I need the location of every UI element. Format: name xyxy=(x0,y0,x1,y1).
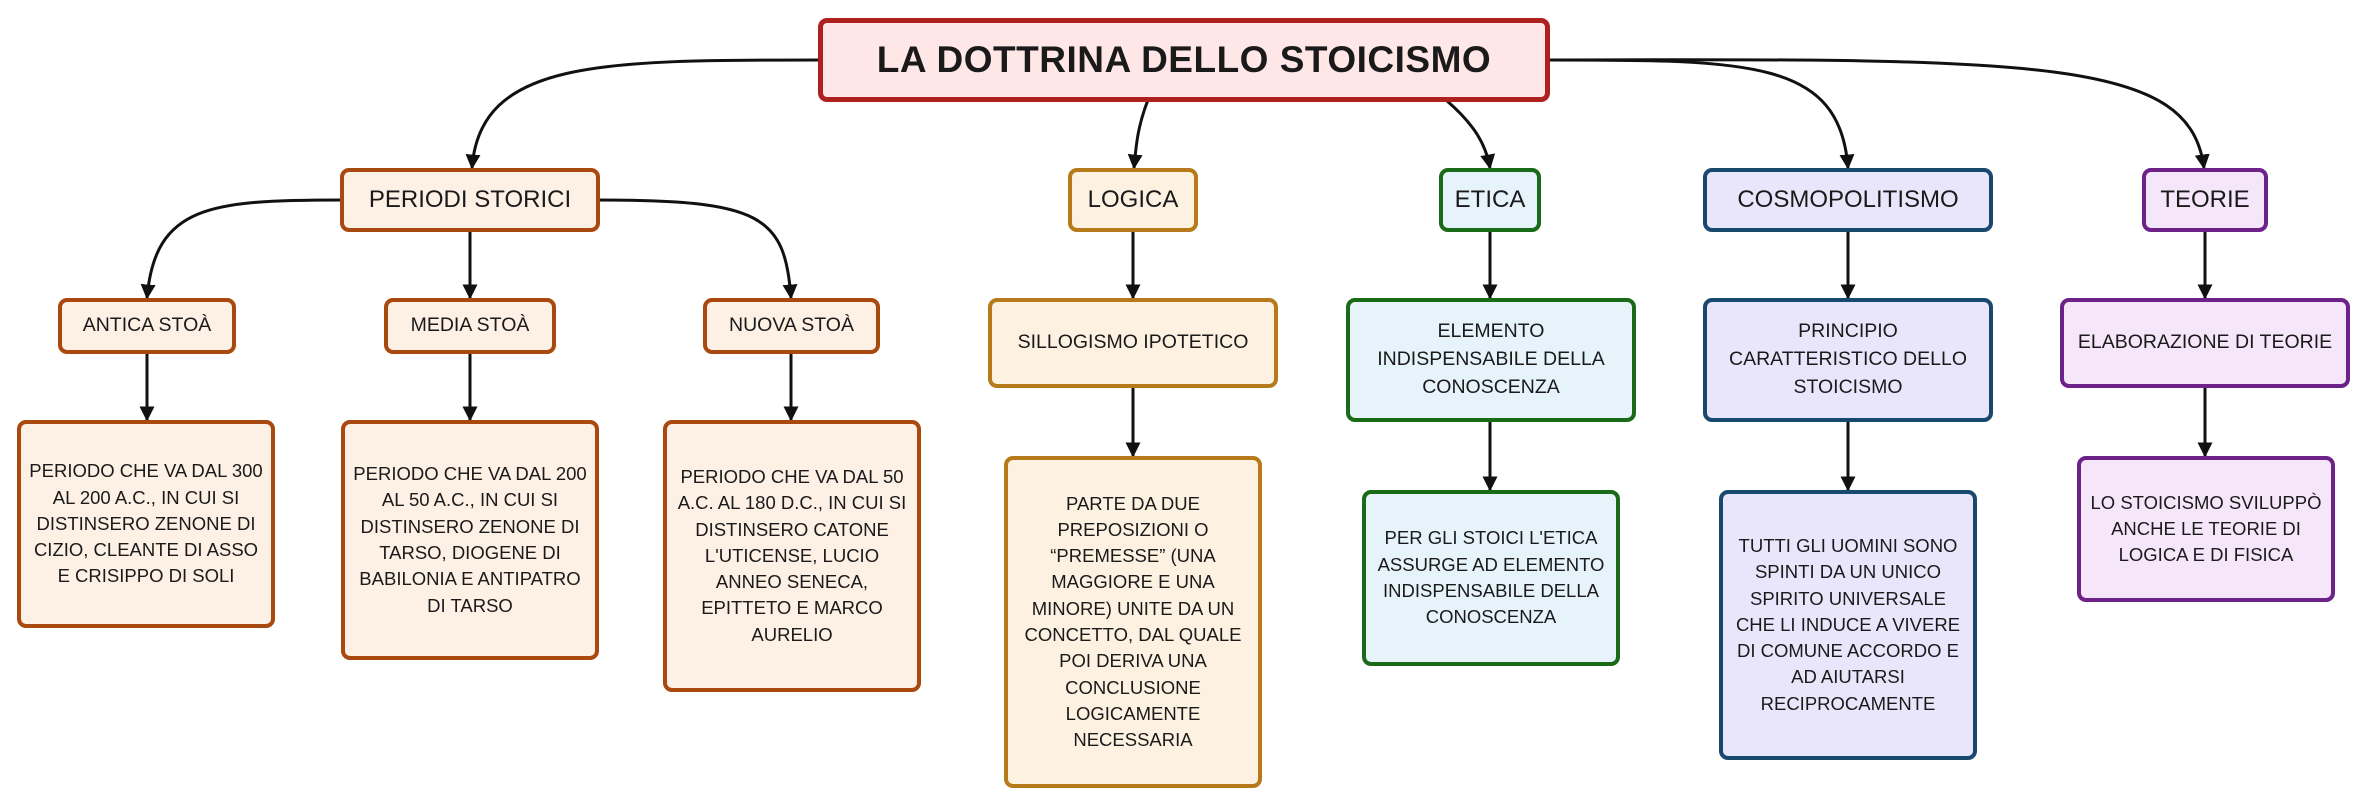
etica-sub: ELEMENTO INDISPENSABILE DELLA CONOSCENZA xyxy=(1377,320,1605,398)
root-label: LA DOTTRINA DELLO STOICISMO xyxy=(876,38,1492,80)
edge-periodi-antica xyxy=(140,198,343,300)
nuova-desc: PERIODO CHE VA DAL 50 A.C. AL 180 D.C., … xyxy=(677,466,907,645)
node-nuova-desc[interactable]: PERIODO CHE VA DAL 50 A.C. AL 180 D.C., … xyxy=(663,420,921,692)
node-media-desc[interactable]: PERIODO CHE VA DAL 200 AL 50 A.C., IN CU… xyxy=(341,420,599,660)
teorie-sub: ELABORAZIONE DI TEORIE xyxy=(2077,331,2333,354)
media-desc: PERIODO CHE VA DAL 200 AL 50 A.C., IN CU… xyxy=(353,463,587,616)
edge-root-periodi xyxy=(465,58,821,170)
teorie-label: TEORIE xyxy=(2160,185,2250,213)
node-elemento-indispensabile[interactable]: ELEMENTO INDISPENSABILE DELLA CONOSCENZA xyxy=(1346,298,1636,422)
edge-root-etica xyxy=(1445,98,1496,170)
node-media-stoa[interactable]: MEDIA STOÀ xyxy=(384,298,556,354)
node-logica[interactable]: LOGICA xyxy=(1068,168,1198,232)
etica-label: ETICA xyxy=(1454,185,1526,213)
node-periodi-storici[interactable]: PERIODI STORICI xyxy=(340,168,600,232)
edge-root-teorie xyxy=(1549,58,2210,170)
node-sillogismo[interactable]: SILLOGISMO IPOTETICO xyxy=(988,298,1278,388)
node-elaborazione-teorie[interactable]: ELABORAZIONE DI TEORIE xyxy=(2060,298,2350,388)
edge-root-logica xyxy=(1127,99,1150,170)
node-teorie[interactable]: TEORIE xyxy=(2142,168,2268,232)
node-teorie-desc[interactable]: LO STOICISMO SVILUPPÒ ANCHE LE TEORIE DI… xyxy=(2077,456,2335,602)
edge-root-cosmo xyxy=(1549,58,1855,170)
antica-label: ANTICA STOÀ xyxy=(82,314,212,337)
nuova-label: NUOVA STOÀ xyxy=(729,314,854,337)
logica-label: LOGICA xyxy=(1087,185,1179,213)
node-etica-desc[interactable]: PER GLI STOICI L'ETICA ASSURGE AD ELEMEN… xyxy=(1362,490,1620,666)
cosmo-desc: TUTTI GLI UOMINI SONO SPINTI DA UN UNICO… xyxy=(1735,535,1961,714)
antica-desc: PERIODO CHE VA DAL 300 AL 200 A.C., IN C… xyxy=(29,460,263,587)
node-antica-stoa[interactable]: ANTICA STOÀ xyxy=(58,298,236,354)
teorie-desc: LO STOICISMO SVILUPPÒ ANCHE LE TEORIE DI… xyxy=(2090,491,2322,566)
root-node[interactable]: LA DOTTRINA DELLO STOICISMO xyxy=(818,18,1550,102)
edge-periodi-nuova xyxy=(597,198,798,300)
node-nuova-stoa[interactable]: NUOVA STOÀ xyxy=(703,298,880,354)
cosmo-sub: PRINCIPIO CARATTERISTICO DELLO STOICISMO xyxy=(1728,320,1967,398)
node-principio-caratteristico[interactable]: PRINCIPIO CARATTERISTICO DELLO STOICISMO xyxy=(1703,298,1993,422)
periodi-label: PERIODI STORICI xyxy=(368,185,572,213)
logica-desc: PARTE DA DUE PREPOSIZIONI O “PREMESSE” (… xyxy=(1024,492,1242,751)
cosmo-label: COSMOPOLITISMO xyxy=(1737,185,1959,213)
node-logica-desc[interactable]: PARTE DA DUE PREPOSIZIONI O “PREMESSE” (… xyxy=(1004,456,1262,788)
etica-desc: PER GLI STOICI L'ETICA ASSURGE AD ELEMEN… xyxy=(1377,527,1605,628)
logica-sub: SILLOGISMO IPOTETICO xyxy=(1017,331,1249,354)
node-cosmo-desc[interactable]: TUTTI GLI UOMINI SONO SPINTI DA UN UNICO… xyxy=(1719,490,1977,760)
media-label: MEDIA STOÀ xyxy=(410,314,530,337)
node-cosmopolitismo[interactable]: COSMOPOLITISMO xyxy=(1703,168,1993,232)
node-antica-desc[interactable]: PERIODO CHE VA DAL 300 AL 200 A.C., IN C… xyxy=(17,420,275,628)
node-etica[interactable]: ETICA xyxy=(1439,168,1541,232)
